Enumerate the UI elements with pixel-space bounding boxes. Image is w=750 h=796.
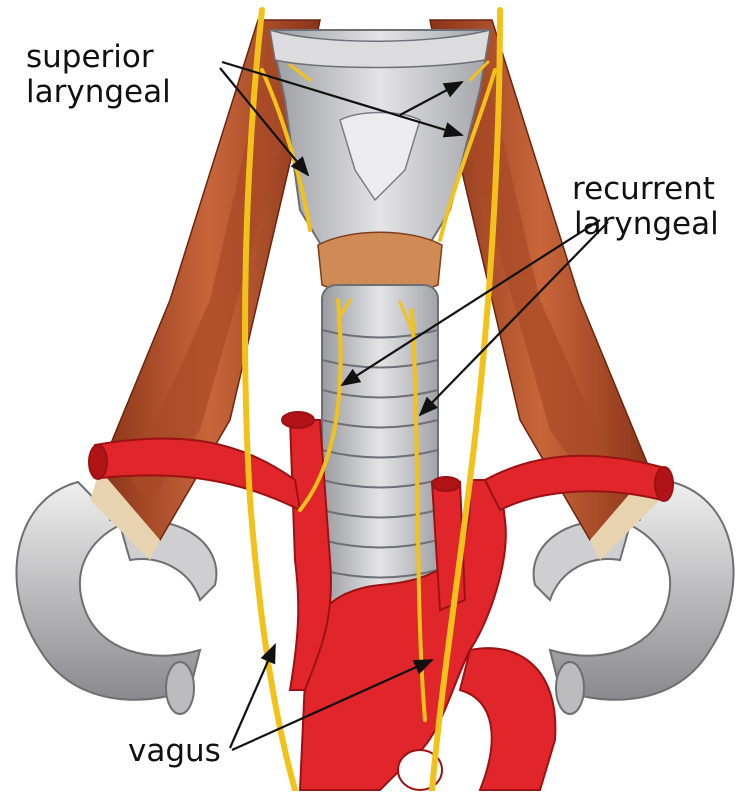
right-vagus-nerve [429, 7, 503, 793]
left-recurrent-laryngeal [298, 298, 343, 512]
label-recurrent-laryngeal: recurrent laryngeal [572, 172, 719, 242]
left-vein-lower-end [165, 661, 195, 715]
left-common-carotid-end [431, 476, 461, 492]
thyroid-notch [339, 111, 421, 202]
annotation-arrows [219, 60, 609, 752]
label-superior-line1: superior [26, 39, 154, 75]
label-recurrent-line2: laryngeal [574, 206, 719, 242]
left-muscle-inner [130, 40, 310, 500]
arrow-superior-left [219, 67, 310, 177]
arrow-recurrent-left [340, 219, 601, 387]
brachiocephalic-trunk [288, 419, 332, 691]
aorta-lower-right [458, 647, 557, 791]
recurrent-branch-1 [336, 298, 352, 322]
left-vagus-nerve [242, 7, 298, 793]
label-recurrent-line1: recurrent [572, 171, 715, 207]
left-superior-laryngeal-branch [288, 63, 312, 82]
label-superior-laryngeal: superior laryngeal [26, 40, 171, 110]
arrow-superior-right-2 [399, 81, 464, 116]
right-vein-lower-end [555, 661, 585, 715]
left-subclavian-end [654, 466, 674, 502]
hyoid-top [269, 28, 491, 69]
label-vagus: vagus [128, 733, 221, 769]
right-common-carotid-end [281, 411, 315, 429]
arrow-recurrent-right [418, 221, 609, 417]
right-muscle-inner [440, 40, 620, 500]
nerves [242, 7, 503, 793]
arrow-superior-right [221, 60, 464, 138]
label-superior-line2: laryngeal [26, 74, 171, 110]
arrow-vagus-right [231, 658, 434, 752]
right-superior-laryngeal-branch [468, 60, 490, 82]
left-superior-laryngeal [260, 68, 312, 232]
recurrent-branch-2 [398, 300, 414, 332]
right-subclavian-end [88, 444, 108, 480]
right-superior-laryngeal [438, 68, 497, 242]
left-muscle-tendon [90, 470, 160, 560]
arrow-vagus-left [228, 643, 277, 749]
